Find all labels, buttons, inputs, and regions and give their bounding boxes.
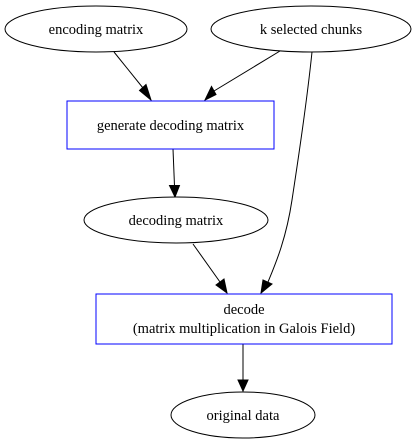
node-encoding-matrix: encoding matrix [4, 5, 188, 53]
node-decode: decode (matrix multiplication in Galois … [95, 293, 393, 345]
node-original-data: original data [170, 391, 316, 439]
node-decoding-matrix: decoding matrix [83, 196, 269, 244]
edge-k-selected-chunks-to-generate-decoding-matrix [203, 50, 281, 102]
node-k-selected-chunks: k selected chunks [210, 5, 412, 53]
edge-generate-decoding-matrix-to-decoding-matrix [168, 148, 181, 199]
edge-k-selected-chunks-to-decode [260, 51, 313, 295]
node-k-selected-chunks-label: k selected chunks [260, 22, 363, 38]
edge-decode-to-original-data [237, 344, 249, 393]
edge-encoding-matrix-to-generate-decoding-matrix [113, 51, 153, 102]
node-original-data-label: original data [207, 408, 280, 424]
node-generate-decoding-matrix-label: generate decoding matrix [97, 118, 245, 134]
node-encoding-matrix-label: encoding matrix [49, 22, 144, 38]
edge-decoding-matrix-to-decode [192, 243, 228, 295]
node-generate-decoding-matrix: generate decoding matrix [66, 100, 275, 150]
node-decode-label-line2: (matrix multiplication in Galois Field) [133, 321, 355, 337]
node-decode-label-line1: decode [223, 302, 264, 318]
node-decoding-matrix-label: decoding matrix [129, 213, 224, 229]
